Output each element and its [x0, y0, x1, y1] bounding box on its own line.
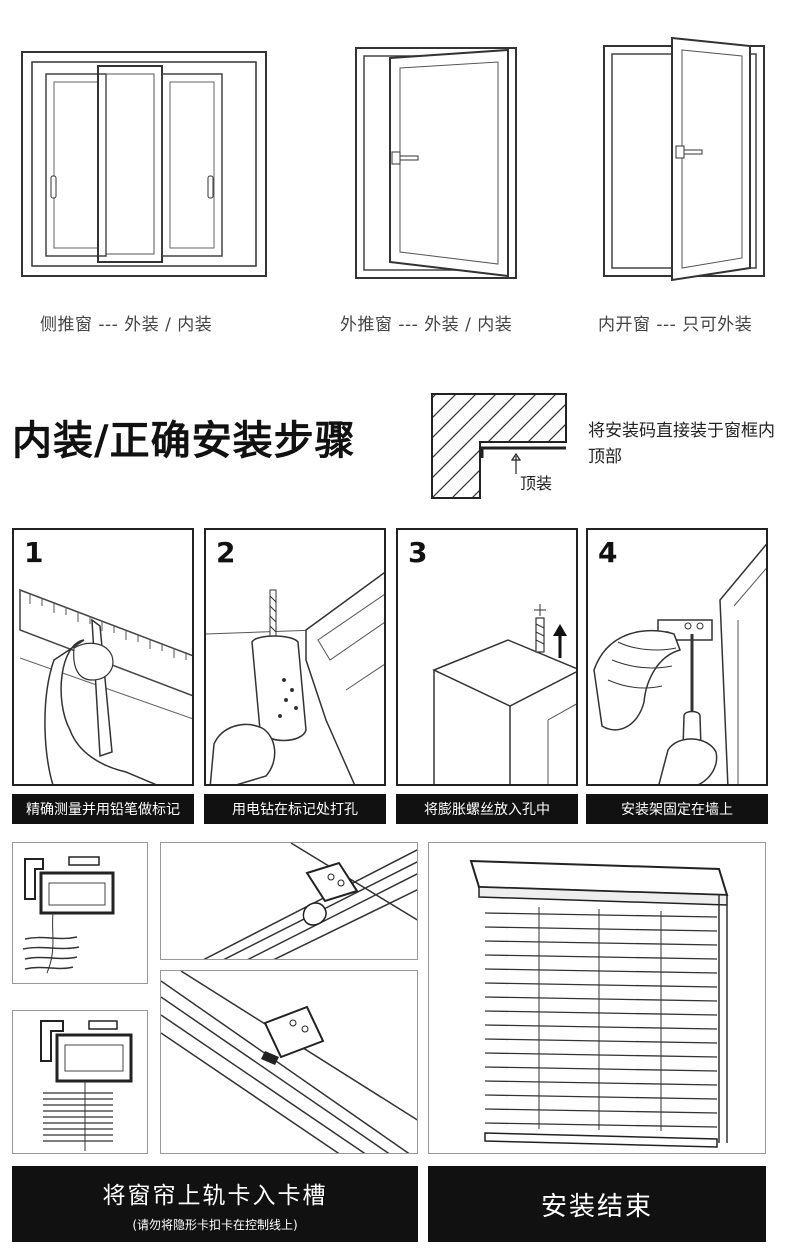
step-caption-4: 安装架固定在墙上	[586, 794, 768, 824]
install-complete-bar: 安装结束	[428, 1166, 766, 1242]
bracket-detail-panel-top	[12, 842, 148, 984]
step-panel-3: 3	[396, 528, 578, 786]
window-type-caption-sliding: 侧推窗 --- 外装 / 内装	[40, 315, 213, 335]
rail-clip-warning: (请勿将隐形卡扣卡在控制线上)	[132, 1217, 298, 1232]
bracket-detail-panel-bottom	[12, 1010, 148, 1154]
step-caption-2: 用电钻在标记处打孔	[204, 794, 386, 824]
top-mount-label: 顶装	[520, 474, 553, 493]
step-caption-3: 将膨胀螺丝放入孔中	[396, 794, 578, 824]
rail-clip-caption: 将窗帘上轨卡入卡槽	[102, 1182, 328, 1209]
step-panel-1: 1	[12, 528, 194, 786]
rail-detail-panel-bottom	[160, 970, 418, 1154]
window-type-caption-outward: 外推窗 --- 外装 / 内装	[340, 315, 513, 335]
finished-blind-panel	[428, 842, 766, 1154]
window-type-caption-inward: 内开窗 --- 只可外装	[598, 315, 753, 335]
rail-clip-caption-bar: 将窗帘上轨卡入卡槽 (请勿将隐形卡扣卡在控制线上)	[12, 1166, 418, 1242]
top-mount-diagram	[430, 392, 568, 500]
step-caption-1: 精确测量并用铅笔做标记	[12, 794, 194, 824]
measure-illustration	[19, 588, 192, 784]
sliding-window-illustration	[18, 48, 270, 280]
step-number: 2	[216, 536, 236, 569]
inward-window-illustration	[600, 36, 770, 282]
bracket-clip-illustration	[40, 1020, 133, 1151]
step-number: 4	[598, 536, 618, 569]
bracket-mount-illustration	[593, 543, 766, 784]
drill-illustration	[206, 571, 384, 784]
rail-detail-panel-top	[160, 842, 418, 960]
outward-window-illustration	[352, 44, 522, 282]
section-title: 内装/正确安装步骤	[12, 417, 356, 464]
bracket-side-illustration	[22, 856, 115, 974]
step-number: 1	[24, 536, 44, 569]
finished-blind-illustration	[469, 859, 729, 1148]
install-complete-caption: 安装结束	[540, 1191, 653, 1222]
step-panel-4: 4	[586, 528, 768, 786]
anchor-illustration	[432, 604, 576, 784]
step-panel-2: 2	[204, 528, 386, 786]
rail-clip-illustration	[203, 843, 417, 959]
top-mount-note: 将安装码直接装于窗框内顶部	[588, 421, 775, 467]
step-number: 3	[408, 536, 428, 569]
rail-insert-illustration	[161, 971, 417, 1153]
